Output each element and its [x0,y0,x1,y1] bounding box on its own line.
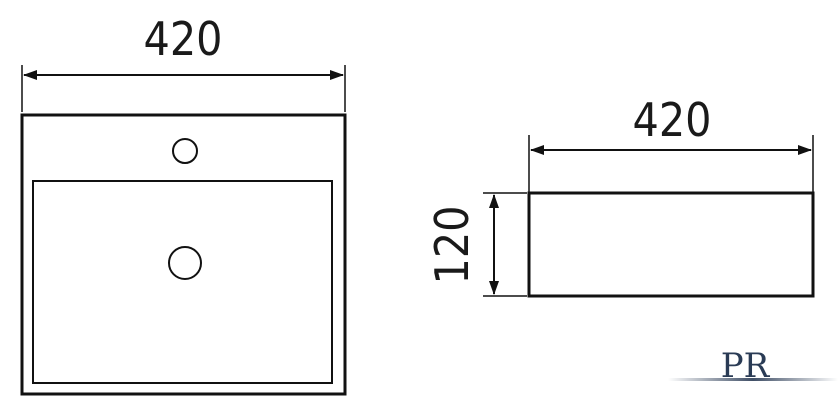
side-width-label: 420 [633,93,712,147]
basin-outline [20,113,347,396]
side-profile [527,191,815,298]
logo-underline [668,378,838,381]
basin-bowl [32,180,333,384]
side-height-label: 120 [425,206,479,285]
brand-logo: PR [668,346,838,386]
side-view: 420 120 [425,93,815,298]
faucet-hole [172,138,198,164]
top-view: 420 [20,12,347,396]
top-width-label: 420 [144,12,223,66]
drain-hole [168,246,202,280]
